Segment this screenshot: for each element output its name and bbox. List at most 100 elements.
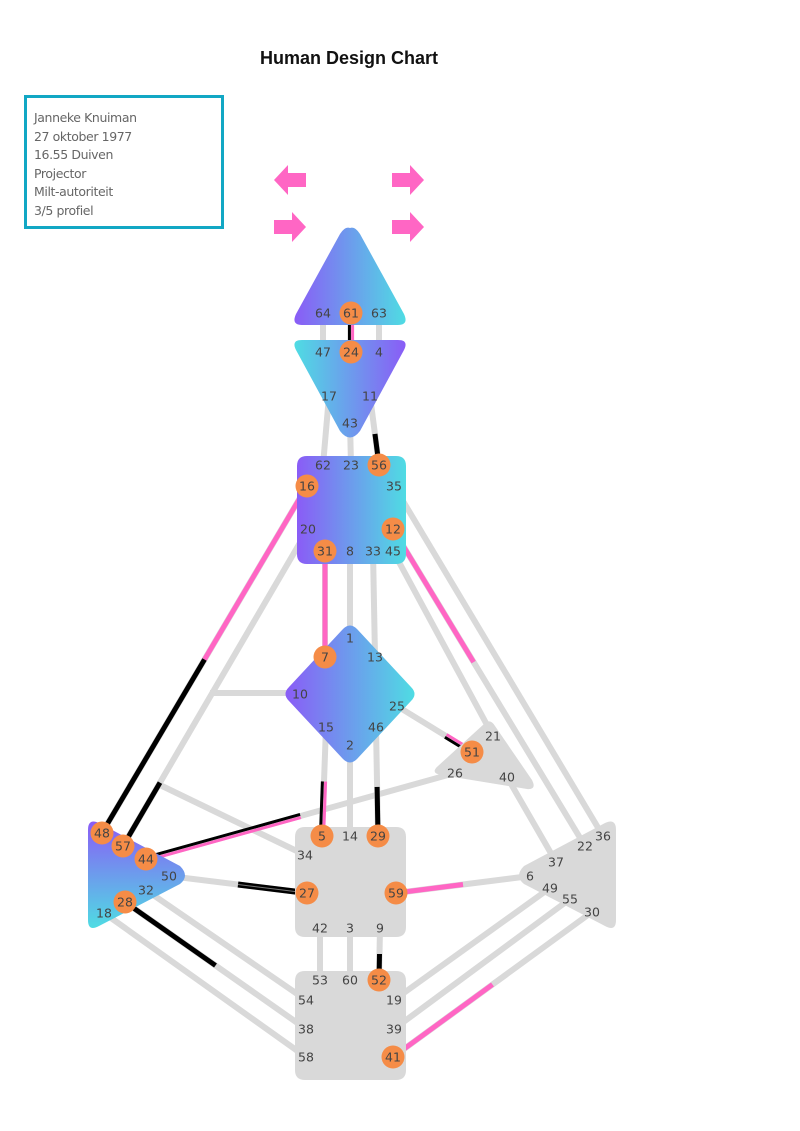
gate-59: 59	[384, 881, 408, 905]
gate-2: 2	[346, 738, 354, 753]
arrow-right-icon	[392, 212, 424, 242]
gate-number: 24	[343, 345, 359, 360]
channel-activation-design	[202, 484, 310, 661]
gate-number: 55	[562, 892, 578, 907]
gate-number: 59	[388, 886, 404, 901]
gate-37: 37	[548, 855, 564, 870]
arrow-left-icon	[274, 165, 306, 195]
gate-number: 36	[595, 829, 611, 844]
gate-activation-circle	[381, 1045, 405, 1069]
gate-34: 34	[297, 848, 313, 863]
gate-number: 21	[485, 729, 501, 744]
gate-number: 16	[299, 479, 315, 494]
gate-43: 43	[342, 416, 358, 431]
gate-16: 16	[295, 474, 319, 498]
gate-30: 30	[584, 905, 600, 920]
gate-number: 49	[542, 881, 558, 896]
gate-number: 45	[385, 544, 401, 559]
gate-number: 50	[161, 869, 177, 884]
gate-55: 55	[562, 892, 578, 907]
gate-number: 29	[370, 829, 386, 844]
gate-number: 9	[376, 921, 384, 936]
gate-number: 2	[346, 738, 354, 753]
channel-activation-personality	[99, 658, 207, 835]
gate-activation-circle	[310, 824, 334, 848]
channel-32-54	[144, 887, 308, 1003]
type: Projector	[34, 165, 86, 181]
gate-number: 41	[385, 1050, 401, 1065]
gate-number: 46	[368, 720, 384, 735]
channel-activation-design	[390, 527, 476, 664]
gate-number: 22	[577, 839, 593, 854]
gate-number: 44	[138, 852, 154, 867]
gate-57: 57	[111, 834, 135, 858]
gate-52: 52	[367, 968, 391, 992]
gate-44: 44	[134, 847, 158, 871]
gate-activation-circle	[384, 881, 408, 905]
gate-number: 57	[115, 839, 131, 854]
gate-activation-circle	[367, 968, 391, 992]
gate-activation-circle	[295, 474, 319, 498]
gate-activation-circle	[295, 881, 319, 905]
channel-activation-personality	[145, 813, 301, 859]
gate-19: 19	[386, 993, 402, 1008]
gate-activation-circle	[134, 847, 158, 871]
center-ego	[434, 721, 534, 790]
gate-number: 4	[375, 345, 383, 360]
gate-23: 23	[343, 458, 359, 473]
center-root	[295, 971, 406, 1080]
gate-15: 15	[318, 720, 334, 735]
gate-number: 62	[315, 458, 331, 473]
gate-number: 56	[371, 458, 387, 473]
channel-40-37	[504, 775, 559, 864]
gate-46: 46	[368, 720, 384, 735]
gate-7: 7	[313, 645, 337, 669]
gate-14: 14	[342, 829, 358, 844]
gate-activation-circle	[313, 539, 337, 563]
channel-34-integration	[158, 782, 307, 858]
gate-activation-circle	[313, 645, 337, 669]
channel-19-49	[392, 885, 552, 1003]
gate-number: 31	[317, 544, 333, 559]
channel-18-58	[102, 910, 308, 1060]
gate-number: 17	[321, 389, 337, 404]
channel-45-21	[390, 549, 496, 738]
gate-33: 33	[365, 544, 381, 559]
gate-53: 53	[312, 973, 328, 988]
arrows	[274, 165, 424, 242]
authority: Milt-autoriteit	[34, 184, 113, 199]
gate-42: 42	[312, 921, 328, 936]
channel-26-44	[145, 770, 456, 862]
gate-22: 22	[577, 839, 593, 854]
gate-60: 60	[342, 973, 358, 988]
birth-time-place: 16.55 Duiven	[34, 147, 113, 162]
gate-45: 45	[385, 544, 401, 559]
gate-number: 43	[342, 416, 358, 431]
gate-number: 60	[342, 973, 358, 988]
center-throat	[297, 456, 406, 564]
gate-number: 8	[346, 544, 354, 559]
gate-49: 49	[542, 881, 558, 896]
gate-number: 11	[362, 389, 378, 404]
gate-63: 63	[371, 306, 387, 321]
gate-number: 38	[298, 1022, 314, 1037]
gate-activation-circle	[381, 517, 405, 541]
gate-24: 24	[339, 340, 363, 364]
gate-number: 39	[386, 1022, 402, 1037]
gate-activation-circle	[339, 340, 363, 364]
gate-activation-circle	[366, 824, 390, 848]
center-sacral	[295, 827, 406, 937]
gate-35: 35	[386, 479, 402, 494]
gate-number: 3	[346, 921, 354, 936]
gate-50: 50	[161, 869, 177, 884]
gate-36: 36	[595, 829, 611, 844]
gate-number: 25	[389, 699, 405, 714]
gate-number: 64	[315, 306, 331, 321]
gate-6: 6	[526, 869, 534, 884]
gate-48: 48	[90, 821, 114, 845]
gate-number: 40	[499, 770, 515, 785]
gate-number: 19	[386, 993, 402, 1008]
gate-number: 30	[584, 905, 600, 920]
gate-64: 64	[315, 306, 331, 321]
channel-activation-personality	[123, 899, 217, 968]
